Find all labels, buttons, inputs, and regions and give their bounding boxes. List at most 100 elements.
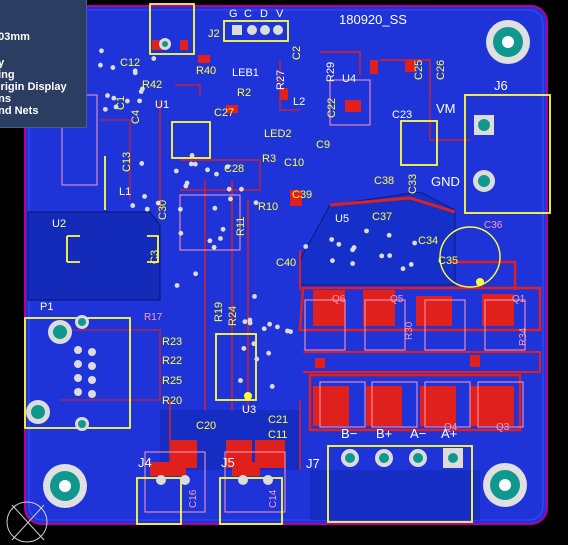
top-copper-layer	[60, 51, 542, 470]
label-leb1: LEB1	[232, 67, 259, 79]
via	[98, 62, 103, 68]
via	[400, 266, 406, 272]
label-c37: C37	[372, 211, 392, 223]
via	[207, 238, 213, 244]
via	[193, 271, 198, 277]
label-gnd: GND	[431, 174, 460, 189]
top-copper-pads	[150, 40, 514, 476]
label-u5: U5	[335, 213, 349, 225]
label-c3: C3	[149, 250, 161, 264]
bottom-silkscreen	[61, 79, 526, 513]
label-r11: R11	[235, 217, 247, 236]
label-c33: C33	[407, 174, 419, 194]
via	[379, 253, 385, 259]
label-c39: C39	[292, 189, 312, 201]
label-c30: C30	[157, 200, 169, 220]
label-r42: R42	[142, 79, 162, 91]
label-q5: Q5	[390, 294, 404, 305]
via	[242, 319, 248, 325]
via	[238, 378, 243, 383]
label-c9: C9	[316, 139, 330, 151]
via	[253, 200, 259, 206]
label-b-minus: B−	[341, 426, 357, 441]
via	[139, 161, 145, 166]
label-j2: J2	[208, 28, 220, 40]
label-p1: P1	[40, 301, 53, 313]
via	[105, 93, 110, 98]
via	[241, 346, 247, 351]
label-r23: R23	[162, 336, 182, 348]
via	[247, 317, 253, 323]
via	[350, 261, 356, 266]
label-u4: U4	[342, 73, 356, 85]
via	[218, 236, 223, 241]
hud-line-tracking: king	[0, 69, 15, 81]
label-c35: C35	[438, 255, 458, 267]
via	[140, 86, 145, 92]
designator-labels: 180920_SS J2 G C D V C2 R29 U4 C25 C26 J…	[40, 8, 529, 508]
label-c28: C28	[224, 163, 244, 175]
via	[266, 350, 272, 356]
via	[211, 244, 217, 250]
via-array	[98, 48, 418, 389]
label-vm: VM	[436, 101, 456, 116]
hud-line-nets: and Nets	[0, 105, 39, 117]
via	[177, 206, 183, 212]
label-j4: J4	[138, 455, 152, 470]
label-r10: R10	[258, 201, 278, 213]
label-c20: C20	[196, 420, 216, 432]
via	[351, 245, 357, 250]
label-a-minus: A−	[410, 426, 426, 441]
via	[173, 168, 179, 174]
via	[174, 283, 180, 288]
via	[188, 161, 194, 167]
origin-marker	[6, 501, 48, 543]
label-u3: U3	[242, 404, 256, 416]
via	[275, 324, 280, 330]
hud-line-origin: Origin Display	[0, 81, 67, 93]
label-c34: C34	[418, 235, 438, 247]
hud-line-lens: ens	[0, 93, 11, 105]
via	[113, 104, 119, 110]
via	[387, 253, 393, 259]
via	[205, 167, 210, 173]
label-u2: U2	[52, 218, 66, 230]
via	[261, 326, 267, 332]
label-j5: J5	[221, 455, 235, 470]
via	[239, 186, 244, 192]
via	[124, 98, 130, 104]
via	[267, 321, 273, 327]
via	[184, 180, 190, 186]
via	[144, 206, 150, 212]
via	[189, 153, 195, 158]
via	[285, 328, 290, 334]
label-r19: R19	[213, 302, 225, 322]
via	[178, 230, 184, 236]
label-g: G	[229, 8, 238, 20]
label-c40: C40	[276, 257, 296, 269]
via	[330, 258, 335, 264]
label-q4: Q4	[444, 422, 458, 433]
label-r24: R24	[227, 306, 239, 326]
label-c13: C13	[121, 152, 133, 172]
via	[412, 240, 418, 246]
via	[220, 226, 226, 232]
via	[137, 98, 143, 104]
label-r17: R17	[144, 312, 163, 323]
label-c22: C22	[326, 98, 338, 118]
via	[336, 241, 342, 247]
label-j7: J7	[306, 456, 320, 471]
via	[110, 65, 116, 70]
label-r20: R20	[162, 395, 182, 407]
label-u1: U1	[155, 99, 169, 111]
label-r22: R22	[162, 355, 182, 367]
via	[225, 164, 230, 170]
board-title: 180920_SS	[339, 12, 407, 27]
label-r29: R29	[325, 62, 337, 82]
via	[132, 70, 138, 76]
label-r34: R34	[518, 327, 529, 346]
label-q1: Q1	[512, 294, 526, 305]
label-r40: R40	[196, 65, 216, 77]
